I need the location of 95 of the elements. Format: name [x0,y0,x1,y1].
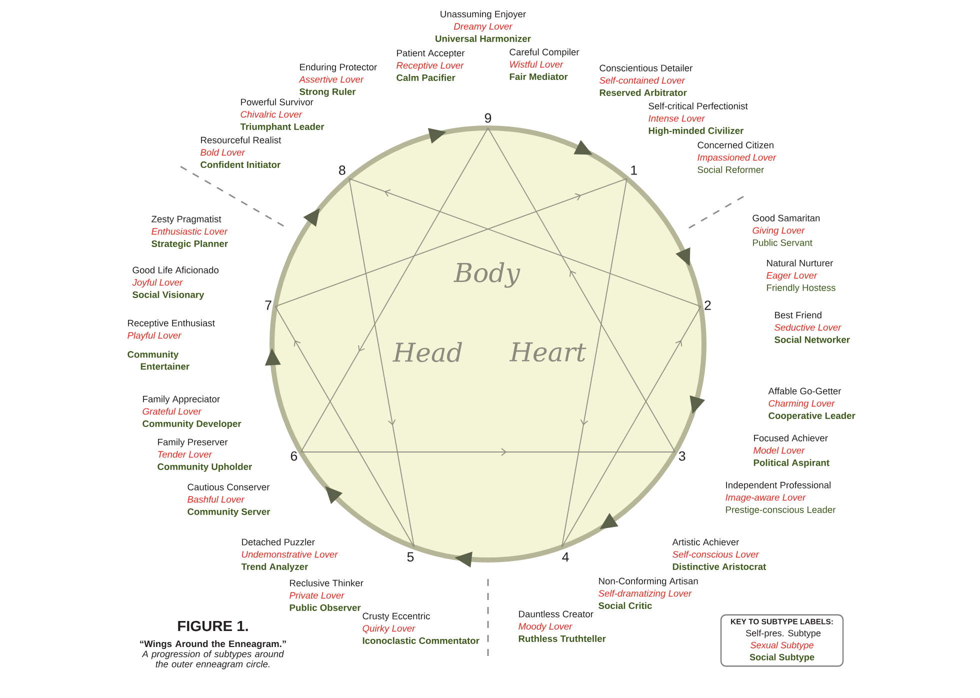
subtype-label: Moody Lover [518,622,573,632]
subtype-label: Iconoclastic Commentator [362,637,480,644]
point-number: 4 [562,552,569,562]
subtype-label: Social Reformer [698,166,764,173]
subtype-label: Social Critic [598,602,652,609]
center-label: Heart [509,342,586,362]
subtype-label: Reclusive Thinker [290,580,364,586]
subtype-label: Confident Initiator [200,161,280,168]
subtype-label: Community Server [188,508,270,517]
subtype-label: Prestige-conscious Leader [726,506,836,515]
figure-title: FIGURE 1. [178,620,248,632]
subtype-label: Political Aspirant [754,459,830,468]
subtype-label: Cooperative Leader [768,412,856,421]
subtype-label: Crusty Eccentric [362,612,430,622]
subtype-label: Charming Lover [768,400,835,409]
subtype-label: Family Appreciator [143,396,220,404]
subtype-label: Conscientious Detailer [600,64,692,72]
subtype-label: Good Samaritan [752,214,820,222]
subtype-label: Concerned Citizen [698,142,774,148]
subtype-label: Joyful Lover [132,278,183,288]
subtype-label: Artistic Achiever [672,538,739,546]
center-label: Head [392,342,462,362]
subtype-label: Community Upholder [158,463,252,472]
subtype-label: Social Networker [774,336,850,343]
subtype-label: Non-Conforming Artisan [599,578,698,586]
point-number: 9 [484,113,492,123]
subtype-label: Dauntless Creator [519,610,594,618]
subtype-label: Detached Puzzler [242,538,315,546]
subtype-label: Zesty Pragmatist [152,216,222,224]
subtype-label: Image-aware Lover [726,494,806,503]
subtype-label: Patient Accepter [397,50,465,58]
subtype-label: Self-critical Perfectionist [648,102,748,110]
subtype-label: Triumphant Leader [240,123,324,132]
subtype-label: Receptive Enthusiast [128,320,215,328]
subtype-label: Giving Lover [752,226,805,236]
subtype-label: Assertive Lover [298,76,364,83]
subtype-label: Intense Lover [648,115,706,122]
subtype-label: Self-dramatizing Lover [598,590,692,599]
subtype-label: Fair Mediator [510,73,568,80]
subtype-label: Affable Go-Getter [768,388,842,394]
subtype-label: Public Servant [753,239,812,246]
subtype-label: Independent Professional [726,482,830,490]
point-number: 2 [704,300,711,310]
subtype-label: Private Lover [290,592,345,599]
subtype-label: Careful Compiler [510,48,580,58]
subtype-label: Playful Lover [128,332,182,341]
point-number: 8 [339,165,346,175]
subtype-label: Chivalric Lover [240,110,302,118]
subtype-label: Social Visionary [132,291,204,300]
subtype-label: Family Preserver [158,438,228,448]
subtype-label: Community Entertainer [128,350,190,370]
subtype-label: Eager Lover [766,272,818,281]
subtype-label: Friendly Hostess [767,284,836,293]
point-number: 3 [678,451,686,461]
subtype-label: Tender Lover [158,450,212,458]
subtype-label: Bold Lover [200,148,246,156]
subtype-label: Public Observer [290,604,361,611]
point-number: 7 [265,300,272,310]
subtype-label: Enthusiastic Lover [152,228,228,235]
caption: “Wings Around the Enneagram.” A progression of subtypes around the outer enneagram circle. [140,640,286,670]
point-number: 6 [290,451,298,461]
subtype-label: Impassioned Lover [698,154,776,163]
subtype-label: Good Life Aficionado [132,266,218,274]
subtype-label: Strong Ruler [300,88,356,97]
subtype-label: Reserved Arbitrator [600,89,687,96]
subtype-label: Trend Analyzer [241,563,308,572]
subtype-label: Dreamy Lover [454,23,513,32]
center-label: Body [454,262,520,288]
subtype-label: Self-conscious Lover [672,550,760,558]
point-number: 5 [407,552,414,562]
subtype-label: Seductive Lover [774,324,842,331]
subtype-label: Grateful Lover [142,408,202,415]
subtype-label: Calm Pacifier [396,74,456,81]
subtype-label: Undemonstrative Lover [242,550,338,558]
subtype-label: Distinctive Aristocrat [672,563,766,570]
subtype-label: Wistful Lover [510,60,564,68]
subtype-label: Self-contained Lover [600,76,686,84]
subtype-label: Focused Achiever [754,434,828,442]
subtype-label: Community Developer [142,420,242,429]
subtype-label: Ruthless Truthteller [518,635,606,642]
subtype-label: Best Friend [775,312,822,318]
subtype-label: Universal Harmonizer [436,35,531,42]
subtype-label: Cautious Conserver [188,484,270,490]
subtype-label: Resourceful Realist [201,136,282,144]
subtype-label: Unassuming Enjoyer [440,10,526,20]
subtype-label: Powerful Survivor [241,98,314,106]
subtype-label: Natural Nurturer [767,260,833,266]
subtype-label: Model Lover [754,446,805,454]
subtype-label: Enduring Protector [300,64,377,72]
point-number: 1 [631,166,637,175]
subtype-label: Quirky Lover [362,624,416,634]
subtype-label: High-minded Civilizer [648,127,744,136]
subtype-label: Receptive Lover [396,62,464,71]
subtype-label: Strategic Planner [152,240,228,249]
subtype-label: Bashful Lover [188,496,245,503]
